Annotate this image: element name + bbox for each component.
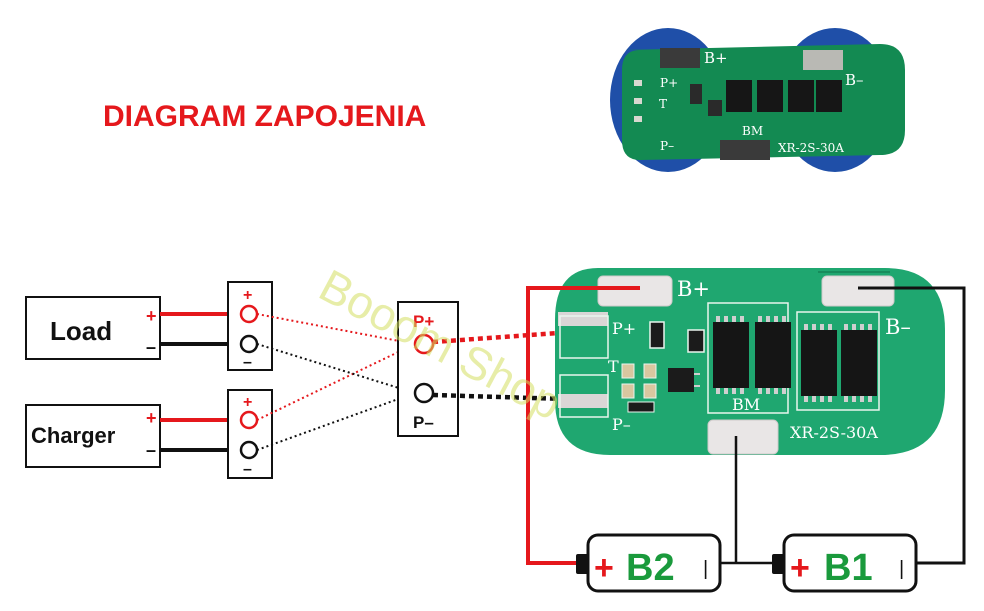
pcb-component-small [627,401,655,413]
output-label-p-minus: P– [413,413,434,432]
battery-b1: + B1 | [772,533,918,593]
pcb-photo-label-t: T [659,97,667,111]
terminal-top-plus-sign: + [243,287,252,304]
charger-block: Charger + – [25,404,161,468]
pcb-resistor [621,383,635,399]
pcb-ic-small [668,368,694,392]
terminal-bottom-minus-sign: – [243,461,252,478]
pcb-photo-pad-b-minus [803,50,843,70]
pcb-photo-chip-small [708,100,722,116]
battery-b1-label: B1 [824,547,873,589]
output-positive-terminal [413,333,435,355]
pcb-photo: B+ B– P+ P– T BM XR-2S-30A [610,28,905,172]
terminal-top-minus-sign: – [243,354,252,371]
terminal-bottom-plus-sign: + [243,394,252,411]
charger-plus-sign: + [146,408,157,428]
pcb-photo-chip-small [690,84,702,104]
pcb-label-t: T [608,357,619,376]
pcb-mosfet-chip [713,316,749,394]
pcb-pad-b-plus [597,275,673,307]
pcb-pad-b-minus [821,275,895,307]
output-label-p-plus: P+ [413,312,434,331]
diagram-title: DIAGRAM ZAPOJENIA [103,100,427,133]
pcb-photo-pad-small [634,116,642,122]
load-plus-sign: + [146,306,157,326]
pcb-photo-chip [816,80,842,112]
pcb-photo-chip [757,80,783,112]
pcb-silk-outline [796,311,880,411]
pcb-photo-label-p-minus: P– [660,139,674,153]
pcb-resistor [643,383,657,399]
battery-b2-body [586,533,722,593]
pcb-photo-label-p-plus: P+ [660,76,678,90]
terminal-box-top [227,281,273,371]
battery-b1-minus-mark: | [899,558,904,580]
pcb-pad-p-plus [558,312,608,326]
charger-label: Charger [31,423,116,448]
terminal-block-bottom: + – [227,389,273,479]
pcb-photo-label-b-minus: B– [845,71,864,89]
output-block: P+ P– [397,301,459,437]
battery-b2-minus-mark: | [703,558,708,580]
output-negative-terminal [413,382,435,404]
output-box [397,301,459,437]
pcb-photo-label-bm: BM [742,124,763,138]
charger-box [25,404,161,468]
pcb-resistor [621,363,635,379]
pcb-mosfet-chip [801,324,837,402]
battery-b2: + B2 | [576,533,722,593]
terminal-block-top: + – [227,281,273,371]
pcb-photo-chip [726,80,752,112]
load-minus-sign: – [146,337,156,357]
pcb-label-b-plus: B+ [677,277,710,301]
pcb-label-p-plus: P+ [612,319,636,338]
pcb-main: B+ B– P+ P– T BM XR-2S-30A [555,268,945,455]
pcb-photo-pad-bm [720,140,770,160]
pcb-resistor [643,363,657,379]
pcb-photo-label-model: XR-2S-30A [778,141,844,155]
pcb-label-b-minus: B– [885,315,911,339]
dotted-wire-load-negative [256,343,416,394]
pcb-component-small [687,329,705,353]
terminal-bottom-negative-screw [239,440,259,460]
pcb-photo-label-b-plus: B+ [704,49,728,67]
pcb-component-small [649,321,665,349]
pcb-silk-outline [559,374,609,418]
charger-minus-sign: – [146,440,156,460]
dotted-wire-charger-positive [256,343,416,421]
dotted-wire-charger-negative [256,392,416,451]
terminal-bottom-positive-screw [239,410,259,430]
wire-b-minus-to-b1-negative [858,286,966,565]
pcb-mosfet-chip [841,324,877,402]
pcb-photo-chip [788,80,814,112]
pcb-mosfet-chip [755,316,791,394]
pcb-label-model: XR-2S-30A [790,423,878,442]
load-label: Load [50,316,112,346]
terminal-box-bottom [227,389,273,479]
terminal-top-negative-screw [239,334,259,354]
battery-b1-plus-sign: + [790,549,810,587]
battery-b1-body [782,533,918,593]
pcb-photo-pad-small [634,80,642,86]
pcb-pad-p-minus [558,394,608,408]
pcb-photo-pad-b-plus [660,48,700,68]
pcb-photo-pad-small [634,98,642,104]
pcb-silk-outline [559,315,609,359]
battery-b2-label: B2 [626,547,675,589]
dotted-wire-load-positive [256,313,416,345]
load-box [25,296,161,360]
load-block: Load + – [25,296,161,360]
battery-b2-plus-sign: + [594,549,614,587]
pcb-label-bm: BM [732,395,760,414]
terminal-top-positive-screw [239,304,259,324]
pcb-label-p-minus: P– [612,415,631,434]
pcb-pad-bm [707,419,779,455]
wire-b-plus-to-b2-positive [526,286,640,565]
